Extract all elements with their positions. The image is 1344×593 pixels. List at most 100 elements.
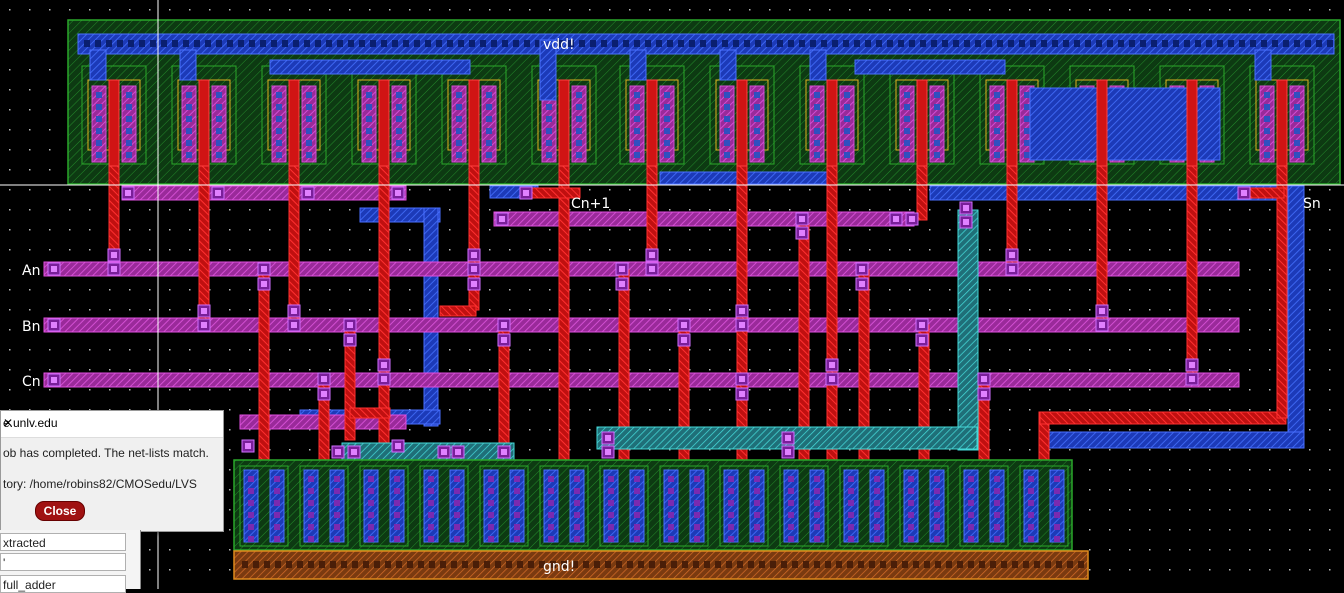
nmos-contact <box>608 536 614 542</box>
rail-contact <box>271 40 277 47</box>
contact-core <box>441 449 447 455</box>
rail-contact <box>407 561 413 568</box>
nmos-contact <box>994 524 1000 530</box>
net-label-vdd[interactable]: vdd! <box>543 37 575 53</box>
net-label-a[interactable]: An <box>22 263 40 279</box>
pmos-contact <box>216 104 222 110</box>
nmos-contact <box>634 536 640 542</box>
rail-contact <box>704 561 710 568</box>
net-label-c[interactable]: Cn <box>22 374 41 390</box>
nmos-contact <box>788 500 794 506</box>
contact-core <box>909 216 915 222</box>
contact-core <box>395 443 401 449</box>
pmos-contact <box>1024 104 1030 110</box>
close-button[interactable]: Close <box>35 501 85 521</box>
rail-contact <box>1056 561 1062 568</box>
rail-contact <box>425 40 431 47</box>
nmos-contact <box>1054 500 1060 506</box>
net-label-b[interactable]: Bn <box>22 319 40 335</box>
rail-contact <box>755 40 761 47</box>
rail-contact <box>260 40 266 47</box>
pmos-contact <box>216 140 222 146</box>
rail-contact <box>502 40 508 47</box>
rail-contact <box>396 561 402 568</box>
poly-gate-pmos <box>108 79 120 167</box>
pmos-contact <box>276 128 282 134</box>
pmos-contact <box>486 116 492 122</box>
pmos-contact <box>844 92 850 98</box>
contact-core <box>523 190 529 196</box>
nmos-contact <box>274 524 280 530</box>
rail-contact <box>1041 40 1047 47</box>
side-panel-row[interactable]: full_adder <box>0 575 126 593</box>
pmos-contact <box>934 116 940 122</box>
rail-contact <box>451 561 457 568</box>
side-panel-row[interactable]: ' <box>0 553 126 571</box>
pmos-contact <box>814 140 820 146</box>
nmos-contact <box>514 488 520 494</box>
nmos-contact <box>1028 488 1034 494</box>
nmos-contact <box>608 512 614 518</box>
contact-core <box>1099 308 1105 314</box>
poly-jogs <box>349 187 1288 425</box>
nmos-contact <box>754 500 760 506</box>
pmos-contact <box>396 152 402 158</box>
pmos-contact <box>126 104 132 110</box>
rail-contact <box>1034 561 1040 568</box>
nmos-contact <box>574 500 580 506</box>
net-label-cout[interactable]: Cn+1 <box>571 196 610 212</box>
pmos-contact <box>456 116 462 122</box>
nmos-contact <box>394 512 400 518</box>
net-label-gnd[interactable]: gnd! <box>543 559 575 575</box>
pmos-contact <box>216 152 222 158</box>
pmos-contact <box>486 92 492 98</box>
nmos-contact <box>334 488 340 494</box>
rail-contact <box>1067 561 1073 568</box>
nmos-cell <box>599 465 649 547</box>
contact-core <box>215 190 221 196</box>
pmos-contact <box>546 140 552 146</box>
pmos-contact <box>664 128 670 134</box>
nmos-contact <box>668 524 674 530</box>
pmos-contact <box>486 140 492 146</box>
dialog-titlebar[interactable]: e.unlv.edu ✕ <box>1 411 223 438</box>
contact-core <box>785 449 791 455</box>
side-panel-row[interactable]: xtracted <box>0 533 126 551</box>
nmos-contact <box>994 512 1000 518</box>
pmos-diffusion-left <box>181 85 197 163</box>
rail-contact <box>370 40 376 47</box>
nmos-contact <box>668 500 674 506</box>
nmos-contact <box>728 476 734 482</box>
pmos-contact <box>186 152 192 158</box>
pmos-contact <box>216 128 222 134</box>
contact-core <box>499 216 505 222</box>
nmos-contact <box>788 488 794 494</box>
pmos-contact <box>576 128 582 134</box>
pmos-diffusion-left <box>271 85 287 163</box>
pmos-contact <box>216 116 222 122</box>
rail-contact <box>924 561 930 568</box>
rail-contact <box>524 40 530 47</box>
nmos-contact <box>394 536 400 542</box>
pmos-contact <box>276 104 282 110</box>
nmos-contact <box>308 476 314 482</box>
nmos-contact <box>1028 476 1034 482</box>
pmos-contact <box>1294 128 1300 134</box>
pmos-diffusion-left <box>1259 85 1275 163</box>
nmos-contact <box>908 524 914 530</box>
pmos-contact <box>366 104 372 110</box>
nmos-contact <box>334 536 340 542</box>
dialog-close-icon[interactable]: ✕ <box>3 416 14 430</box>
pmos-contact <box>724 92 730 98</box>
nmos-contact <box>1028 536 1034 542</box>
rail-contact <box>506 561 512 568</box>
nmos-contact <box>934 512 940 518</box>
rail-contact <box>887 40 893 47</box>
nmos-contact <box>574 524 580 530</box>
pmos-contact <box>994 92 1000 98</box>
rail-contact <box>616 561 622 568</box>
net-label-sum[interactable]: Sn <box>1303 196 1321 212</box>
rail-contact <box>968 561 974 568</box>
rail-contact <box>1001 561 1007 568</box>
